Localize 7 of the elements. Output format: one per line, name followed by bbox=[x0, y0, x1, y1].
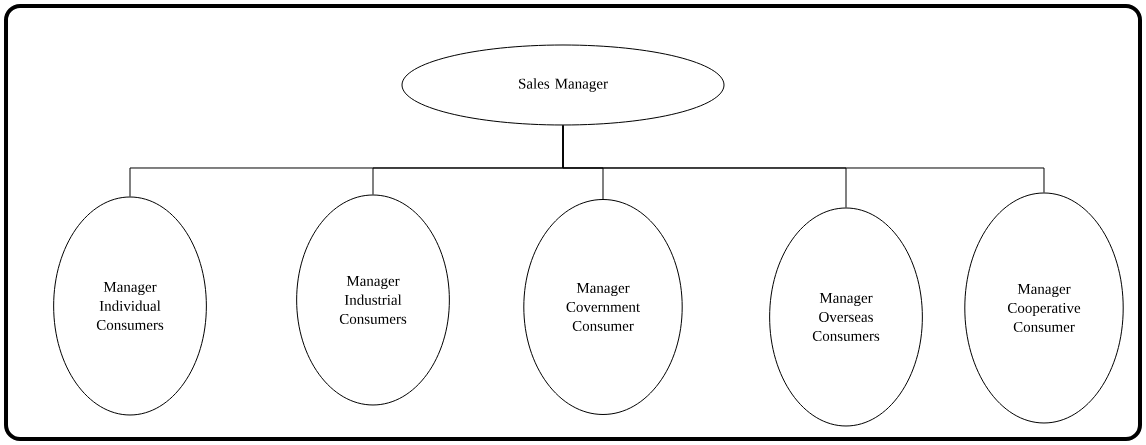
ellipse-node: Manager Individual Consumers bbox=[53, 196, 207, 416]
ellipse-node: Manager Overseas Consumers bbox=[769, 207, 923, 427]
ellipse-node: Sales Manager bbox=[401, 44, 725, 126]
ellipse-node: Manager Industrial Consumers bbox=[296, 194, 450, 406]
ellipse-node: Manager Cooperative Consumer bbox=[964, 192, 1124, 424]
ellipse-node: Manager Covernment Consumer bbox=[523, 199, 683, 415]
connector-line bbox=[562, 125, 1045, 193]
